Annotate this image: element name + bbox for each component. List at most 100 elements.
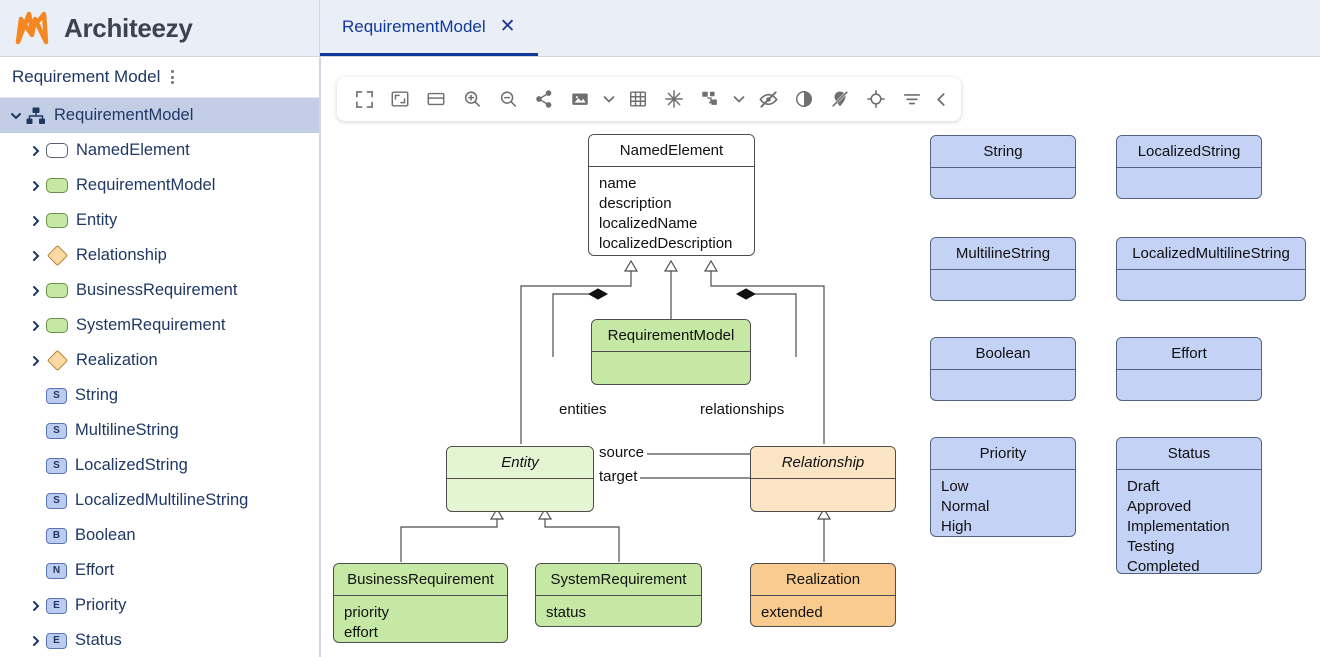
focus-target-icon[interactable] <box>859 82 893 116</box>
uml-class-attributes <box>447 479 593 494</box>
uml-class-attributes: extended <box>751 596 895 626</box>
uml-class-title: NamedElement <box>589 135 754 167</box>
zoom-out-icon[interactable] <box>491 82 525 116</box>
tree-item-label: Priority <box>75 596 127 614</box>
pin-off-icon[interactable] <box>823 82 857 116</box>
relation-diamond-icon <box>46 349 68 372</box>
tree-item-label: Boolean <box>75 526 136 544</box>
tree-item-realization[interactable]: Realization <box>0 343 319 378</box>
kebab-menu-icon[interactable] <box>168 66 177 88</box>
uml-class-requirementmodel[interactable]: RequirementModel <box>591 319 751 385</box>
tree-item-relationship[interactable]: Relationship <box>0 238 319 273</box>
class-rect-green-icon <box>46 178 68 193</box>
collapse-panel-icon[interactable] <box>931 82 951 116</box>
uml-class-relationship[interactable]: Relationship <box>750 446 896 512</box>
uml-class-title: String <box>931 136 1075 168</box>
uml-class-localizedmultilinestring[interactable]: LocalizedMultilineString <box>1116 237 1306 301</box>
tree-item-label: Entity <box>76 211 118 229</box>
uml-class-title: LocalizedMultilineString <box>1117 238 1305 270</box>
export-image-icon[interactable] <box>563 82 597 116</box>
chevron-right-icon[interactable] <box>26 180 46 192</box>
chevron-right-icon[interactable] <box>26 145 46 157</box>
uml-class-localizedstring[interactable]: LocalizedString <box>1116 135 1262 199</box>
tree-item-namedelement[interactable]: NamedElement <box>0 133 319 168</box>
tab-label: RequirementModel <box>342 16 486 36</box>
chevron-right-icon[interactable] <box>26 600 46 612</box>
tree-item-systemrequirement[interactable]: SystemRequirement <box>0 308 319 343</box>
uml-class-attributes <box>931 370 1075 385</box>
uml-attribute: Implementation <box>1127 517 1230 535</box>
uml-class-string[interactable]: String <box>930 135 1076 199</box>
export-image-dropdown-icon[interactable] <box>599 82 619 116</box>
uml-class-multilinestring[interactable]: MultilineString <box>930 237 1076 301</box>
hierarchy-icon <box>26 107 46 125</box>
tree-item-label: RequirementModel <box>54 106 194 124</box>
tree-item-label: Relationship <box>76 246 167 264</box>
chevron-right-icon[interactable] <box>26 355 46 367</box>
close-icon[interactable]: ✕ <box>499 16 516 37</box>
uml-class-title: MultilineString <box>931 238 1075 270</box>
uml-class-attributes <box>931 168 1075 183</box>
diagram-toolbar <box>337 77 961 121</box>
filter-icon[interactable] <box>895 82 929 116</box>
class-rect-green-icon <box>46 283 68 298</box>
tree-item-requirementmodel[interactable]: RequirementModel <box>0 168 319 203</box>
type-s-icon: S <box>46 457 67 474</box>
chevron-right-icon[interactable] <box>26 250 46 262</box>
share-icon[interactable] <box>527 82 561 116</box>
chevron-right-icon[interactable] <box>26 215 46 227</box>
uml-attribute: Approved <box>1127 497 1192 515</box>
uml-attribute: Completed <box>1127 557 1200 574</box>
uml-attribute: Normal <box>941 497 990 515</box>
tree-item-label: String <box>75 386 119 404</box>
architeezy-logo-icon <box>12 9 52 47</box>
uml-attribute: status <box>546 604 587 621</box>
uml-attribute: effort <box>344 623 378 641</box>
snap-icon[interactable] <box>657 82 691 116</box>
uml-class-entity[interactable]: Entity <box>446 446 594 512</box>
tree-item-label: SystemRequirement <box>76 316 226 334</box>
tree-item-entity[interactable]: Entity <box>0 203 319 238</box>
class-rect-green-icon <box>46 213 68 228</box>
chevron-right-icon[interactable] <box>26 285 46 297</box>
contrast-icon[interactable] <box>787 82 821 116</box>
zoom-in-icon[interactable] <box>455 82 489 116</box>
fit-to-screen-icon[interactable] <box>383 82 417 116</box>
tree-item-label: MultilineString <box>75 421 179 439</box>
tree-item-businessrequirement[interactable]: BusinessRequirement <box>0 273 319 308</box>
card-layout-icon[interactable] <box>419 82 453 116</box>
layout-dropdown-icon[interactable] <box>729 82 749 116</box>
grid-icon[interactable] <box>621 82 655 116</box>
uml-class-effort[interactable]: Effort <box>1116 337 1262 401</box>
fullscreen-icon[interactable] <box>347 82 381 116</box>
model-title-bar: Requirement Model <box>0 57 319 98</box>
chevron-down-icon[interactable] <box>6 110 26 122</box>
chevron-right-icon[interactable] <box>26 635 46 647</box>
chevron-right-icon[interactable] <box>26 320 46 332</box>
type-e-icon: E <box>46 632 67 649</box>
layout-icon[interactable] <box>693 82 727 116</box>
hide-eye-icon[interactable] <box>751 82 785 116</box>
tab-requirementmodel[interactable]: RequirementModel ✕ <box>320 0 538 56</box>
uml-class-boolean[interactable]: Boolean <box>930 337 1076 401</box>
tree-item-requirementmodel[interactable]: RequirementModel <box>0 98 319 133</box>
